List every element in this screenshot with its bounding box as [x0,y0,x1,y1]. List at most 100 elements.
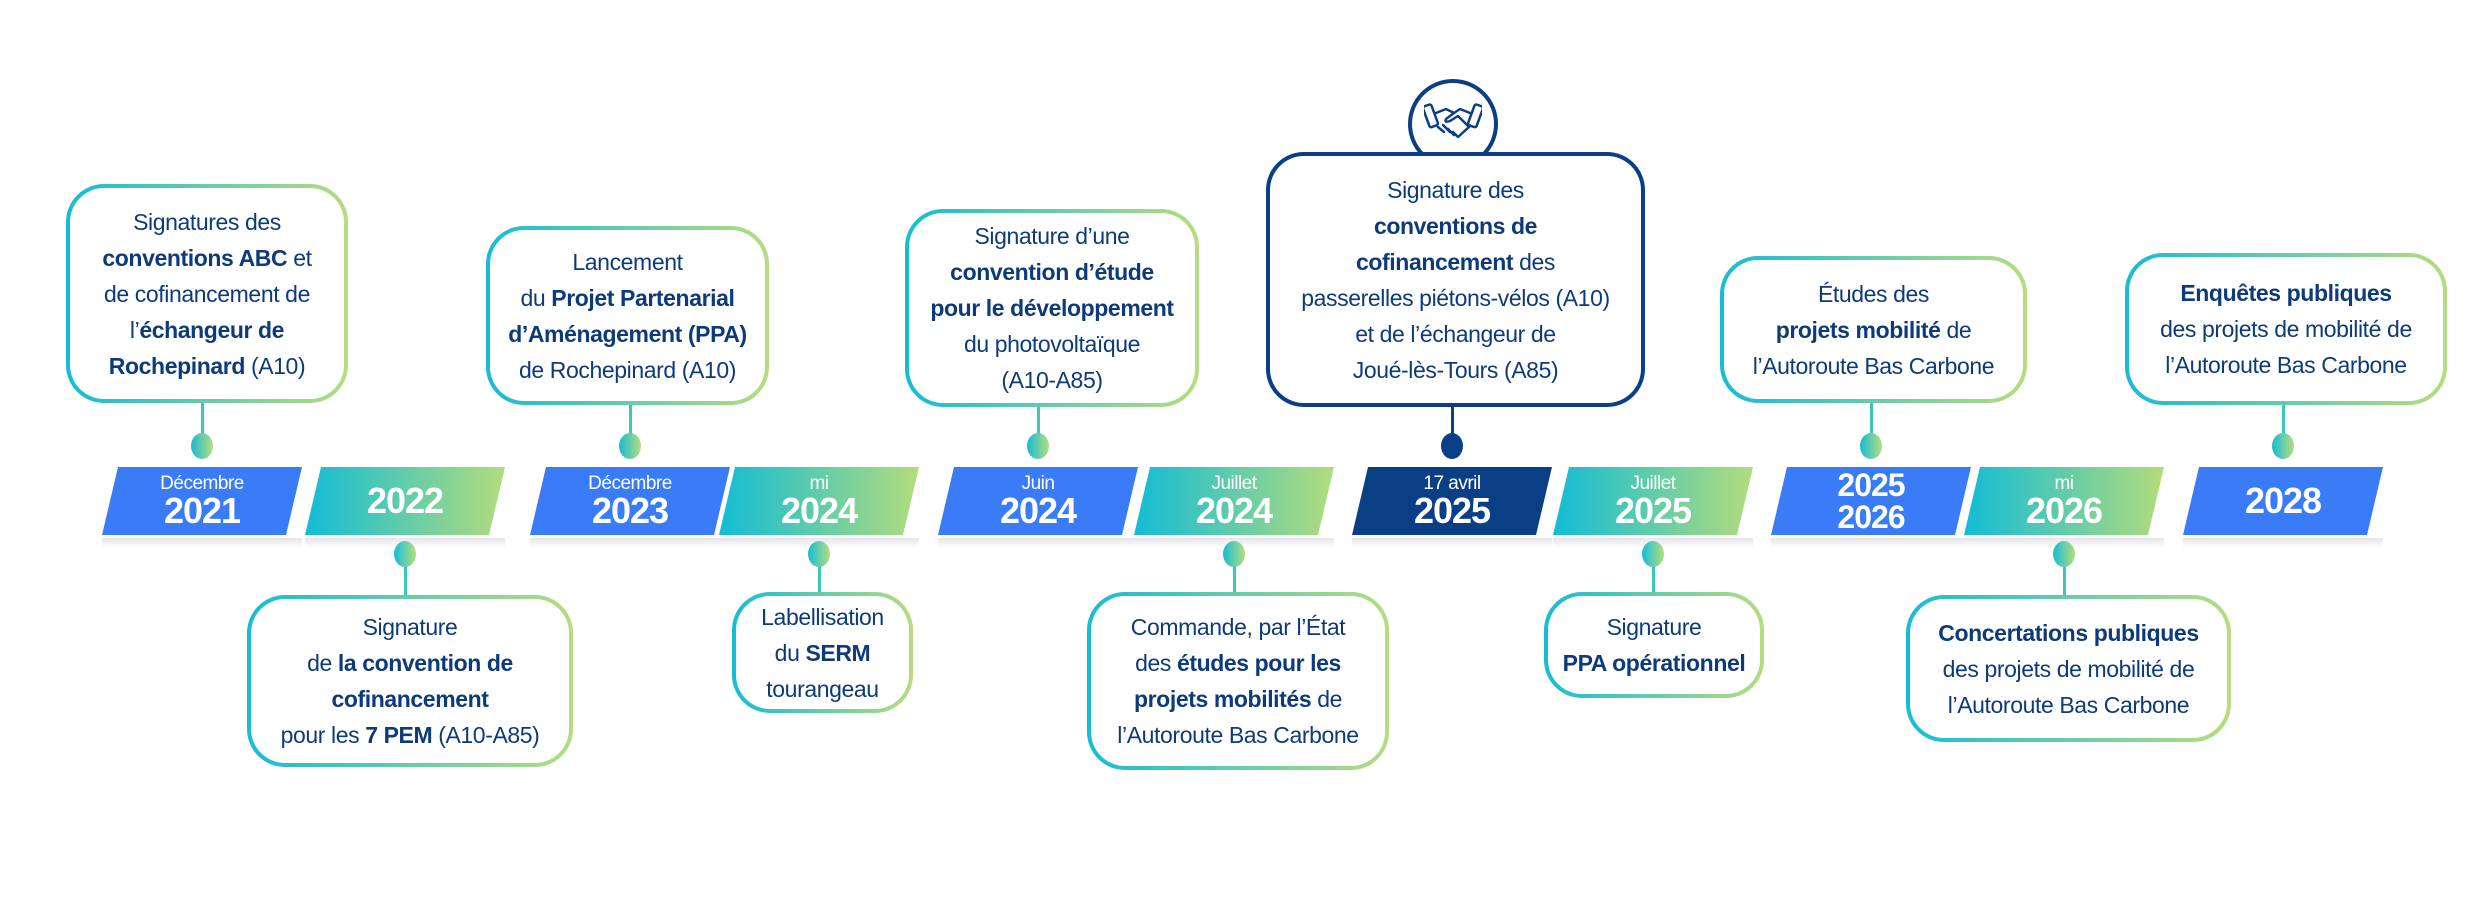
event-text-bold: pour le développement [930,295,1174,321]
event-text: Études des projets mobilité de l’Autoroute… [1724,260,2023,399]
event-text-regular: Signature [1606,614,1702,640]
event-text-regular: tourangeau [766,675,879,702]
event-line: PPA opérationnel [1563,645,1746,681]
event-line: Commande, par l’État [1130,609,1346,645]
date-year: 2025 [1614,489,1692,531]
date-label: mi [809,472,829,494]
banner-shadow [102,538,302,548]
event-text-regular: Signature d’une [974,223,1130,249]
event-text-bold: Concertations publiques [1938,619,2199,646]
banner-shadow [938,538,1138,548]
event-text-regular: de cofinancement de [104,280,310,307]
connector-dot [1027,433,1049,459]
connector-dot [1860,433,1882,459]
event-line: Signature [1607,609,1702,645]
event-text: Lancement du Projet Partenarial d’Aménagem… [490,230,765,401]
event-text-regular: des [1513,248,1555,275]
event-line: du photovoltaïque [964,326,1140,362]
event-line: convention d’étude [950,254,1154,290]
event-text-regular: de [307,650,338,676]
event-text-regular: l’ [129,316,140,343]
event-line: du Projet Partenarial [520,280,734,316]
event-text-bold: Rochepinard [108,352,246,379]
connector-line [1037,407,1040,446]
event-line: l’Autoroute Bas Carbone [2165,347,2407,383]
event-card: Concertations publiques des projets de mo… [1906,595,2231,742]
date-label: 2025 [1837,467,1905,503]
event-line: (A10-A85) [1001,362,1103,398]
date-year: 2026 [2025,489,2103,531]
connector-dot [1441,433,1463,459]
date-year: 2024 [780,489,858,531]
date-banner-2022: 2022 [305,467,505,535]
event-card: Lancement du Projet Partenarial d’Aménagem… [486,226,769,405]
event-line: Signature [363,609,458,645]
event-text-bold: Enquêtes publiques [2180,280,2392,306]
event-text-bold: échangeur de [139,316,285,343]
event-line: et de l’échangeur de [1355,316,1556,352]
event-line: Signature des [1387,172,1524,208]
banner-shadow [1352,538,1552,548]
date-label: Juillet [1211,472,1257,494]
event-line: Labellisation [761,599,884,635]
event-text-bold: cofinancement [331,686,489,712]
connector-line [2282,405,2285,446]
event-line: Concertations publiques [1938,615,2199,651]
event-text-regular: et [287,244,312,271]
event-text-regular: du [520,284,552,311]
date-year: 2026 [1837,499,1905,535]
date-label: mi [2054,472,2074,494]
event-text-regular: Signature des [1387,176,1524,203]
event-text-bold: convention d’étude [950,259,1154,285]
event-text-regular: des projets de mobilité de [2160,316,2412,342]
connector-line [404,554,407,595]
event-text-regular: du photovoltaïque [963,331,1141,357]
banner-shadow [530,538,730,548]
event-text-regular: Études des [1817,280,1930,307]
event-text: Enquêtes publiques des projets de mobilit… [2129,257,2443,401]
event-text-bold: 7 PEM [365,722,433,748]
date-year: 2024 [999,489,1077,531]
event-line: l’échangeur de [129,312,285,348]
date-year: 2021 [163,489,241,531]
event-line: des projets de mobilité de [1943,651,2195,687]
event-line: l’Autoroute Bas Carbone [1753,348,1995,384]
event-text-regular: de [1940,316,1972,343]
event-text-bold: d’Aménagement (PPA) [508,320,747,347]
event-line: l’Autoroute Bas Carbone [1117,717,1359,753]
date-year: 2025 [1413,489,1491,531]
date-year: 2022 [366,480,444,521]
event-text-regular: Labellisation [761,603,884,630]
event-text-bold: projets mobilité [1775,316,1941,343]
event-line: pour les 7 PEM (A10-A85) [281,717,540,753]
event-text-bold: cofinancement [1356,248,1514,275]
connector-line [1870,403,1873,446]
event-text-regular: Signatures des [133,208,281,235]
event-line: Rochepinard (A10) [108,348,306,384]
banner-shadow [2183,538,2383,548]
event-text-regular: de Rochepinard (A10) [518,356,737,383]
event-text-regular: Joué-lès-Tours (A85) [1352,356,1559,383]
date-year: 2023 [591,489,669,531]
date-label: Décembre [160,472,244,494]
event-text-regular: du [774,639,806,666]
event-text-regular: Lancement [572,248,683,275]
banner-shadow [1771,538,1971,548]
connector-line [1652,554,1655,592]
event-text-regular: de [1311,686,1342,712]
event-text-regular: Commande, par l’État [1130,614,1346,640]
event-line: Enquêtes publiques [2180,275,2392,311]
date-label: Juillet [1630,472,1676,494]
event-line: Signature d’une [974,218,1130,254]
